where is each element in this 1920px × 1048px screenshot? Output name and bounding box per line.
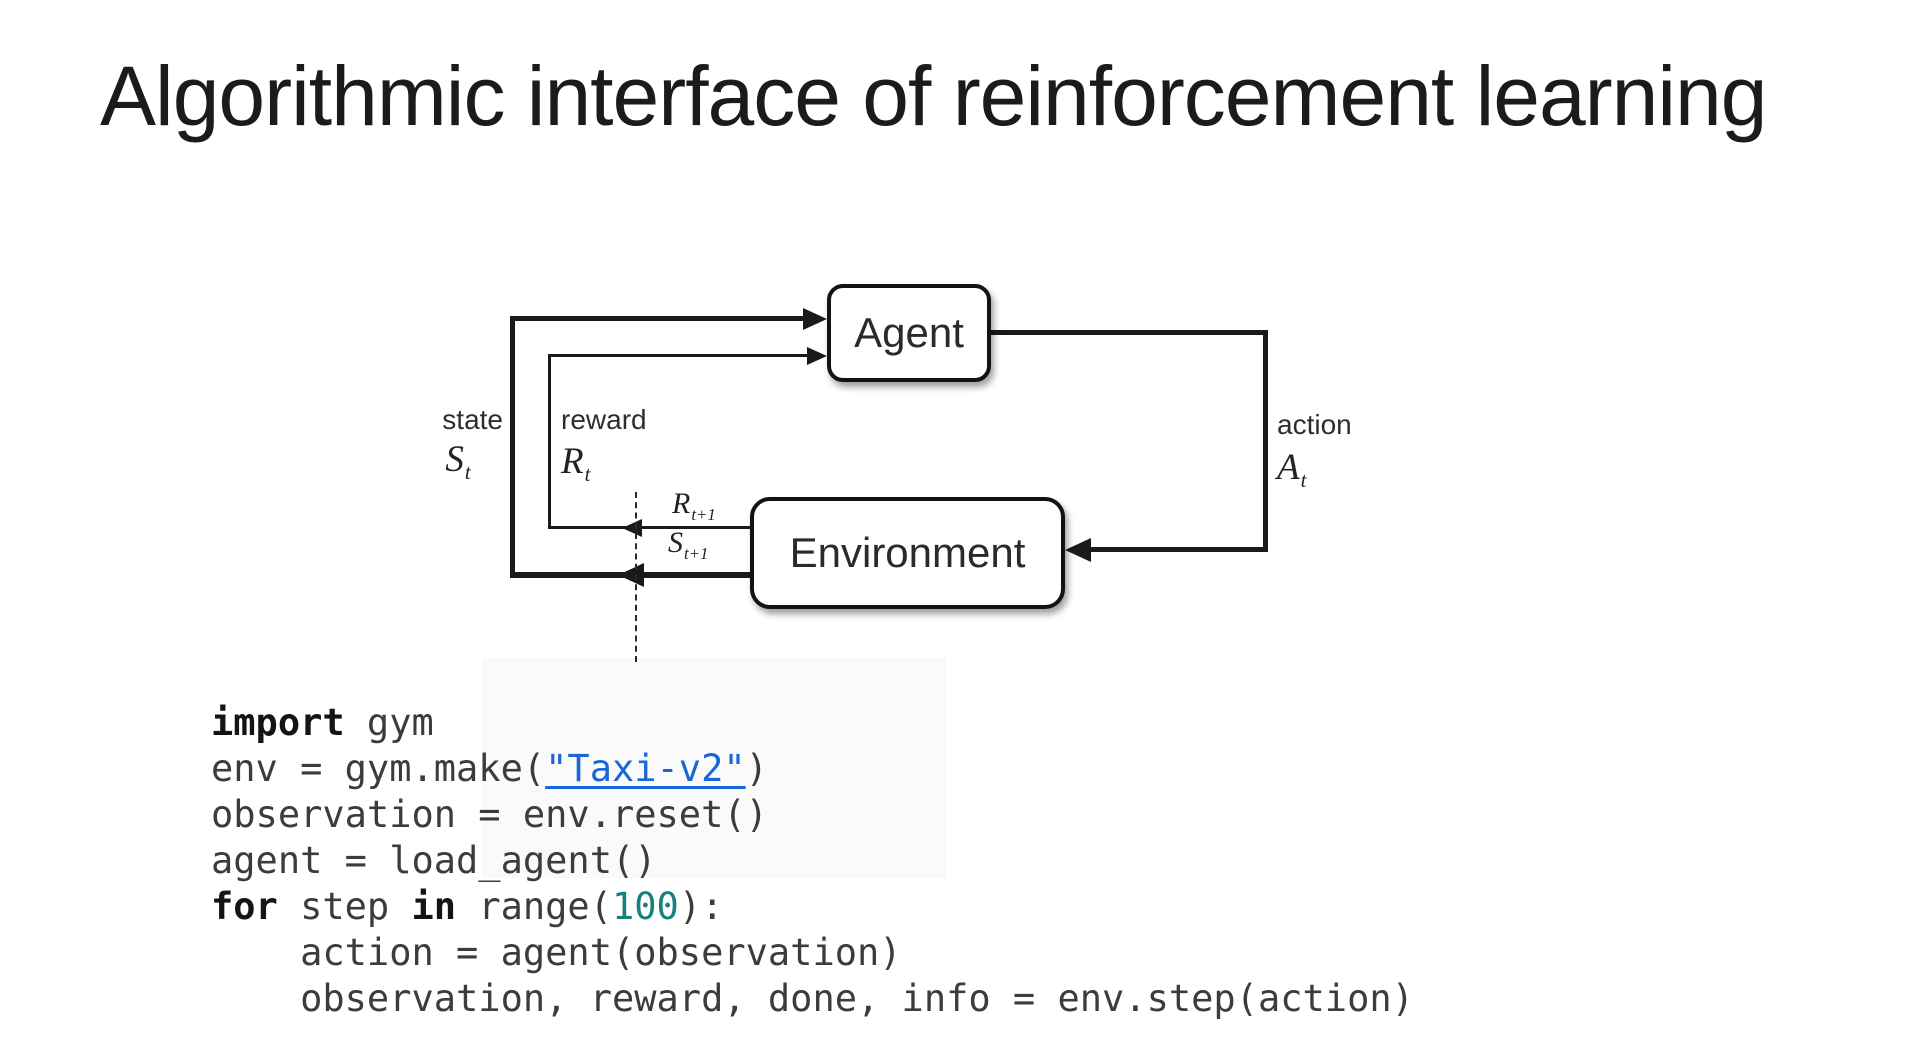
code-line: action = agent(observation) [211,930,1414,976]
reward-line-left [548,354,551,529]
code-segment: range( [456,885,612,928]
environment-box-label: Environment [789,529,1026,576]
timestep-dashed-line [635,492,637,662]
action-symbol: At [1277,447,1307,493]
code-backdrop [482,658,946,878]
environment-box: Environment [750,497,1065,609]
code-segment: env = gym.make( [211,747,546,790]
reward-next-arrowhead-icon [622,519,642,537]
state-next-symbol: St+1 [668,526,709,563]
action-arrowhead-into-environment-icon [1065,538,1091,562]
code-segment: step [277,885,412,928]
code-line: observation, reward, done, info = env.st… [211,976,1414,1022]
code-segment: observation, reward, done, info = env.st… [211,977,1414,1020]
code-segment: 100 [611,885,679,928]
code-segment: ) [745,747,768,790]
code-segment: gym [344,701,434,744]
state-next-arrowhead-icon [618,563,644,587]
reward-next-symbol: Rt+1 [672,487,716,524]
taxi-v2-link[interactable]: "Taxi-v2" [545,747,746,790]
state-symbol: St [445,439,471,485]
code-segment: in [411,885,457,928]
reward-symbol: Rt [561,441,591,487]
action-label: action [1277,409,1352,440]
state-arrowhead-into-agent-icon [803,308,827,330]
code-segment: import [211,701,345,744]
state-line-left [510,316,515,578]
code-line: agent = load_agent() [211,838,1414,884]
state-line-top [510,316,806,321]
code-segment: action = agent(observation) [211,931,902,974]
code-segment: ): [678,885,724,928]
reward-line-return [548,526,750,529]
state-label: state [442,404,503,435]
code-line: env = gym.make("Taxi-v2") [211,746,1414,792]
reward-arrowhead-into-agent-icon [807,347,827,365]
slide-title: Algorithmic interface of reinforcement l… [100,49,1767,143]
code-segment: observation = env.reset() [211,793,768,836]
agent-box-label: Agent [854,309,964,356]
action-line-right [1263,330,1268,552]
code-line: import gym [211,700,1414,746]
code-line: for step in range(100): [211,884,1414,930]
agent-box: Agent [827,284,991,382]
reward-line-top [548,354,808,357]
reward-label: reward [561,404,647,435]
code-segment: for [211,885,278,928]
action-line-top [991,330,1268,335]
code-line: observation = env.reset() [211,792,1414,838]
action-line-bottom [1091,547,1268,552]
code-segment: agent = load_agent() [211,839,657,882]
